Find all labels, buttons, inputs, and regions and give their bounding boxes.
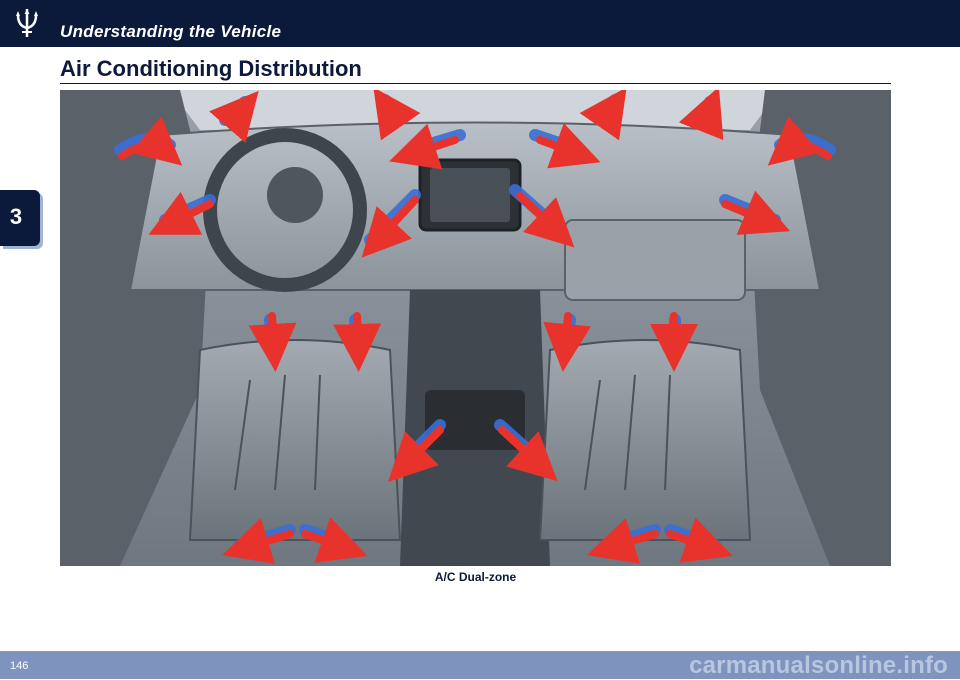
- figure-caption: A/C Dual-zone: [434, 570, 517, 584]
- section-divider: [60, 83, 891, 84]
- chapter-number: 3: [9, 204, 23, 229]
- ac-distribution-figure: [60, 90, 891, 566]
- chapter-title: Understanding the Vehicle: [60, 22, 282, 41]
- car-interior-airflow-illustration: [60, 90, 891, 566]
- section-title: Air Conditioning Distribution: [60, 56, 362, 81]
- trident-logo-icon: [16, 9, 38, 37]
- watermark: carmanualsonline.info: [689, 652, 948, 679]
- page-number: 146: [10, 660, 29, 672]
- chapter-tab: 3: [0, 190, 40, 246]
- header-bar: Understanding the Vehicle: [0, 0, 960, 47]
- footer-bar: 146 carmanualsonline.info: [0, 651, 960, 679]
